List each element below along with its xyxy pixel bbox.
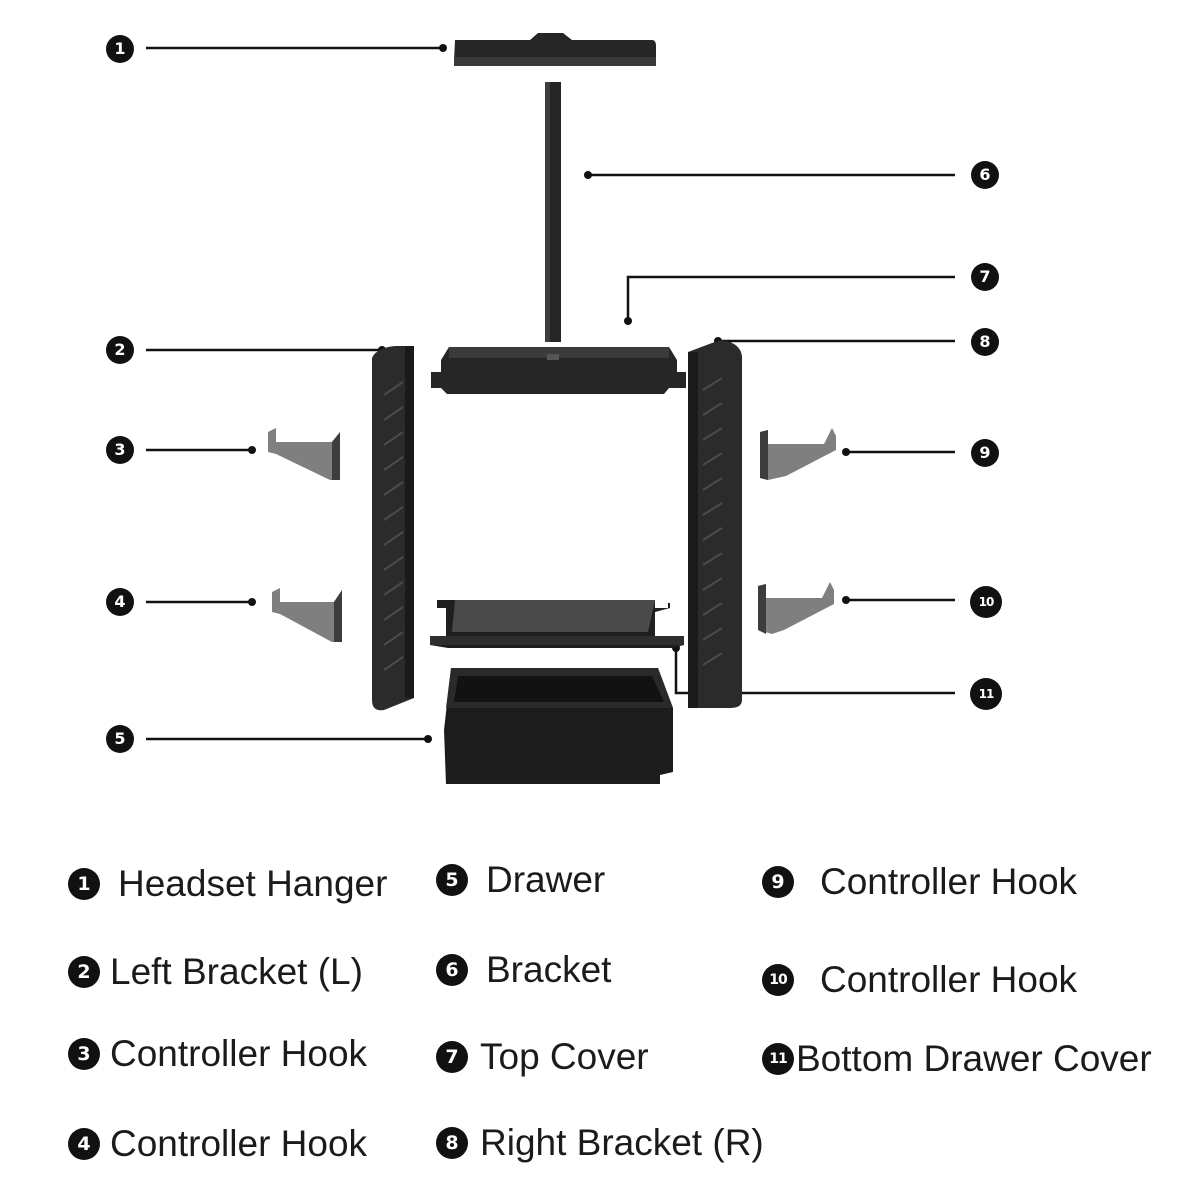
callout-6: 6 bbox=[971, 161, 999, 189]
callout-9: 9 bbox=[971, 439, 999, 467]
legend-item-9: 9 Controller Hook bbox=[762, 860, 1077, 904]
callout-11: 11 bbox=[970, 678, 1002, 710]
leader-lines bbox=[146, 46, 955, 741]
legend-number-4: 4 bbox=[68, 1128, 100, 1160]
callout-5: 5 bbox=[106, 725, 134, 753]
left-bracket-part bbox=[372, 346, 414, 711]
callout-1: 1 bbox=[106, 35, 134, 63]
legend-number-1: 1 bbox=[68, 868, 100, 900]
legend-number-5: 5 bbox=[436, 864, 468, 896]
legend-number-8: 8 bbox=[436, 1127, 468, 1159]
controller-hook-part-10 bbox=[758, 582, 834, 634]
legend-label-4: Controller Hook bbox=[110, 1123, 368, 1164]
legend-label-5: Drawer bbox=[486, 859, 606, 900]
headset-hanger-part bbox=[454, 33, 656, 66]
legend-item-2: 2 Left Bracket (L) bbox=[68, 950, 363, 994]
legend-item-7: 7 Top Cover bbox=[436, 1035, 649, 1079]
callout-4: 4 bbox=[106, 588, 134, 616]
legend-item-1: 1 Headset Hanger bbox=[68, 862, 387, 906]
legend-label-9: Controller Hook bbox=[820, 861, 1078, 902]
legend-label-11: Bottom Drawer Cover bbox=[796, 1038, 1152, 1079]
legend-label-6: Bracket bbox=[486, 949, 612, 990]
legend-item-3: 3 Controller Hook bbox=[68, 1032, 367, 1076]
legend-number-2: 2 bbox=[68, 956, 100, 988]
leader-line-7 bbox=[626, 275, 955, 320]
legend-label-7: Top Cover bbox=[480, 1036, 649, 1077]
drawer-part bbox=[444, 668, 673, 784]
controller-hook-part-9 bbox=[760, 428, 836, 480]
legend-item-4: 4 Controller Hook bbox=[68, 1122, 367, 1166]
legend-number-9: 9 bbox=[762, 866, 794, 898]
right-bracket-part bbox=[688, 340, 742, 708]
legend-item-11: 11 Bottom Drawer Cover bbox=[762, 1037, 1152, 1081]
legend-label-2: Left Bracket (L) bbox=[110, 951, 363, 992]
legend-label-3: Controller Hook bbox=[110, 1033, 368, 1074]
legend-item-6: 6 Bracket bbox=[436, 948, 611, 992]
legend-label-1: Headset Hanger bbox=[118, 863, 388, 904]
legend-number-3: 3 bbox=[68, 1038, 100, 1070]
callout-10: 10 bbox=[970, 586, 1002, 618]
legend-item-10: 10 Controller Hook bbox=[762, 958, 1077, 1002]
legend-number-11: 11 bbox=[762, 1043, 794, 1075]
legend-number-7: 7 bbox=[436, 1041, 468, 1073]
callout-7: 7 bbox=[971, 263, 999, 291]
top-cover-part bbox=[431, 347, 686, 394]
callout-8: 8 bbox=[971, 328, 999, 356]
legend-item-5: 5 Drawer bbox=[436, 858, 605, 902]
exploded-view-diagram bbox=[146, 33, 955, 784]
bottom-drawer-cover-part bbox=[430, 600, 684, 648]
controller-hook-part-4 bbox=[272, 588, 342, 642]
legend-item-8: 8 Right Bracket (R) bbox=[436, 1121, 764, 1165]
legend-label-8: Right Bracket (R) bbox=[480, 1122, 764, 1163]
legend-label-10: Controller Hook bbox=[820, 959, 1078, 1000]
leader-line-11 bbox=[674, 648, 955, 695]
controller-hook-part-3 bbox=[268, 428, 340, 480]
legend-number-10: 10 bbox=[762, 964, 794, 996]
callout-3: 3 bbox=[106, 436, 134, 464]
legend-number-6: 6 bbox=[436, 954, 468, 986]
callout-2: 2 bbox=[106, 336, 134, 364]
